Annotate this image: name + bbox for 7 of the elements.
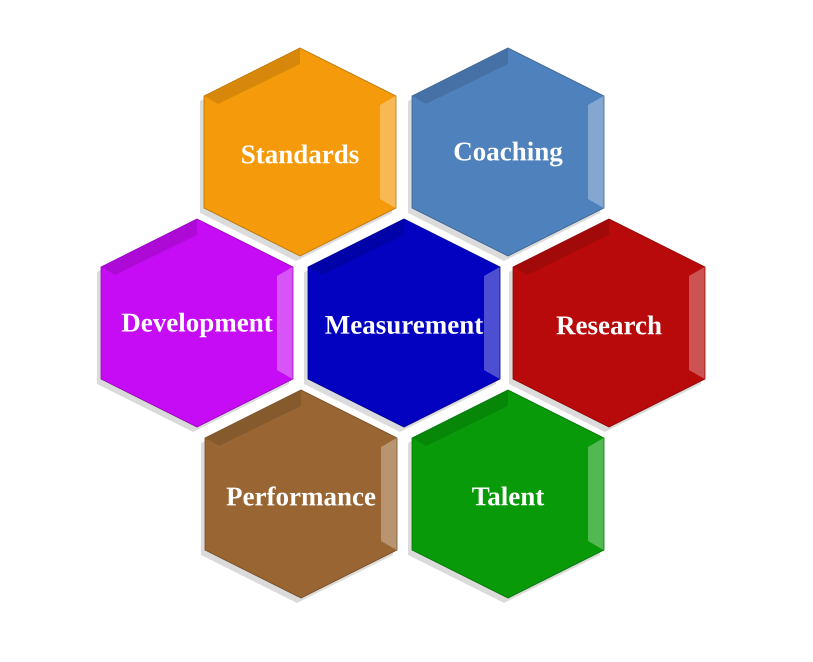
hexagon-tile: Development bbox=[97, 218, 294, 432]
hexagon-tile: Talent bbox=[408, 390, 604, 603]
hexagon-tile: Coaching bbox=[408, 48, 604, 261]
hexagon-tile: Measurement bbox=[304, 218, 500, 432]
hexagon-tile: Standards bbox=[200, 48, 396, 261]
hexagon-tile: Performance bbox=[201, 390, 398, 603]
hexagon-tile: Research bbox=[509, 218, 706, 432]
